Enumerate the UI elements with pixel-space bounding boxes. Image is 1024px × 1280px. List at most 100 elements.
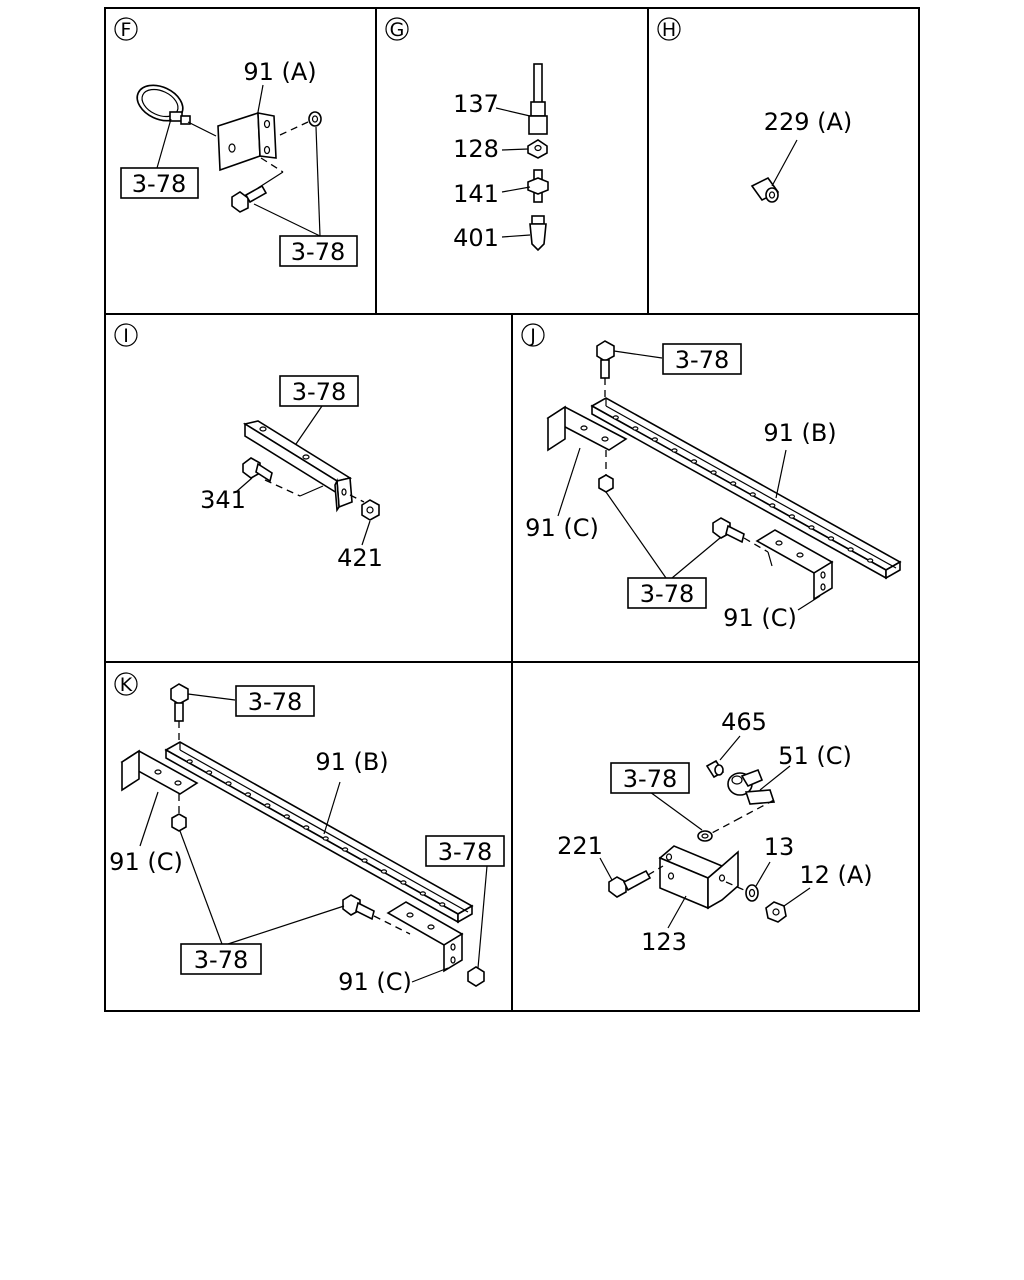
- section-marker-i: I: [114, 323, 138, 347]
- rail-holes: [186, 759, 446, 907]
- section-marker-g: G: [385, 17, 409, 41]
- reference-box: 3-78: [279, 375, 359, 407]
- label-91a: 91 (A): [243, 58, 316, 86]
- panel-k: K: [109, 672, 505, 996]
- panel-j: J: [521, 323, 902, 632]
- label-13: 13: [764, 833, 795, 861]
- rail-hole: [380, 869, 388, 874]
- rail-91b-drawing: [164, 741, 474, 924]
- grommet-229a-drawing: [750, 176, 780, 203]
- bolt-drawing: [170, 683, 189, 722]
- label-51c: 51 (C): [778, 742, 852, 770]
- svg-text:3-78: 3-78: [292, 378, 346, 406]
- label-91c-right: 91 (C): [338, 968, 412, 996]
- bolt-drawing: [231, 184, 268, 213]
- bracket-91c-right-drawing: [386, 901, 464, 973]
- rail-hole: [651, 437, 659, 442]
- panel-g: G 137 128 141 401: [385, 17, 549, 252]
- label-123: 123: [641, 928, 687, 956]
- reference-box: 3-78: [425, 835, 505, 867]
- svg-text:3-78: 3-78: [291, 238, 345, 266]
- panel-f: F: [114, 17, 358, 267]
- rail-hole: [186, 759, 193, 764]
- reference-box: 3-78: [627, 577, 707, 609]
- washer-drawing: [308, 111, 322, 127]
- panel-h: H 229 (A): [657, 17, 852, 203]
- label-12a: 12 (A): [799, 861, 872, 889]
- bracket-91a-drawing: [217, 111, 277, 172]
- nut-drawing: [467, 966, 485, 987]
- section-marker-h: H: [657, 17, 681, 41]
- section-marker-label: F: [121, 19, 132, 41]
- bolt-221-drawing: [608, 869, 652, 898]
- rail-hole: [788, 514, 796, 519]
- label-128: 128: [453, 135, 499, 163]
- label-465: 465: [721, 708, 767, 736]
- reference-box: 3-78: [235, 685, 315, 717]
- svg-text:3-78: 3-78: [640, 580, 694, 608]
- nut-drawing: [171, 813, 187, 832]
- rail-hole: [808, 525, 815, 530]
- washer-drawing: [697, 830, 713, 842]
- bolt-drawing: [596, 340, 615, 379]
- rail-hole: [361, 858, 368, 863]
- rail-hole: [322, 836, 329, 841]
- svg-text:3-78: 3-78: [438, 838, 492, 866]
- rail-hole: [710, 470, 717, 475]
- svg-text:3-78: 3-78: [675, 346, 729, 374]
- section-marker-label: K: [120, 674, 133, 696]
- panel-grid: [104, 7, 920, 1012]
- connector-51c-drawing: [727, 768, 776, 805]
- svg-text:3-78: 3-78: [194, 946, 248, 974]
- bracket-91c-left-drawing: [120, 749, 199, 795]
- fitting-137-drawing: [528, 63, 548, 135]
- reference-box: 3-78: [180, 943, 262, 975]
- svg-text:3-78: 3-78: [132, 170, 186, 198]
- label-91c-left: 91 (C): [525, 514, 599, 542]
- label-91b: 91 (B): [763, 419, 836, 447]
- nut-12a-drawing: [765, 901, 787, 923]
- svg-text:3-78: 3-78: [248, 688, 302, 716]
- rail-hole: [769, 503, 776, 508]
- label-91c-left: 91 (C): [109, 848, 183, 876]
- label-421: 421: [337, 544, 383, 572]
- nut-128-drawing: [527, 139, 548, 159]
- section-marker-label: J: [529, 325, 536, 347]
- label-137: 137: [453, 90, 499, 118]
- plug-465-drawing: [705, 759, 725, 779]
- rail-hole: [419, 891, 426, 896]
- svg-text:3-78: 3-78: [623, 765, 677, 793]
- washer-13-drawing: [745, 884, 759, 902]
- bolt-drawing: [342, 894, 375, 921]
- rail-hole: [400, 880, 407, 885]
- section-marker-label: I: [123, 325, 129, 347]
- hose-clamp-drawing: [136, 84, 191, 125]
- rail-hole: [439, 902, 446, 907]
- section-marker-f: F: [114, 17, 138, 41]
- rail-hole: [867, 558, 874, 563]
- rail-hole: [264, 803, 271, 808]
- rail-91b-drawing: [590, 397, 902, 580]
- rail-hole: [612, 415, 619, 420]
- reference-box: 3-78: [120, 167, 199, 199]
- label-91b: 91 (B): [315, 748, 388, 776]
- label-91c-right: 91 (C): [723, 604, 797, 632]
- bolt-341-drawing: [242, 457, 273, 483]
- reference-box: 3-78: [662, 343, 742, 375]
- bracket-123-drawing: [658, 845, 739, 910]
- label-141: 141: [453, 180, 499, 208]
- label-221: 221: [557, 832, 603, 860]
- rail-hole: [283, 814, 290, 819]
- rail-hole: [303, 825, 310, 830]
- label-401: 401: [453, 224, 499, 252]
- bracket-drawing: [242, 420, 353, 513]
- label-341: 341: [200, 486, 246, 514]
- rail-hole: [244, 792, 252, 797]
- reference-box: 3-78: [279, 235, 358, 267]
- rail-holes: [612, 415, 874, 563]
- nut-421-drawing: [361, 499, 380, 521]
- section-marker-j: J: [521, 323, 545, 347]
- rail-hole: [671, 448, 678, 453]
- rail-hole: [827, 536, 835, 541]
